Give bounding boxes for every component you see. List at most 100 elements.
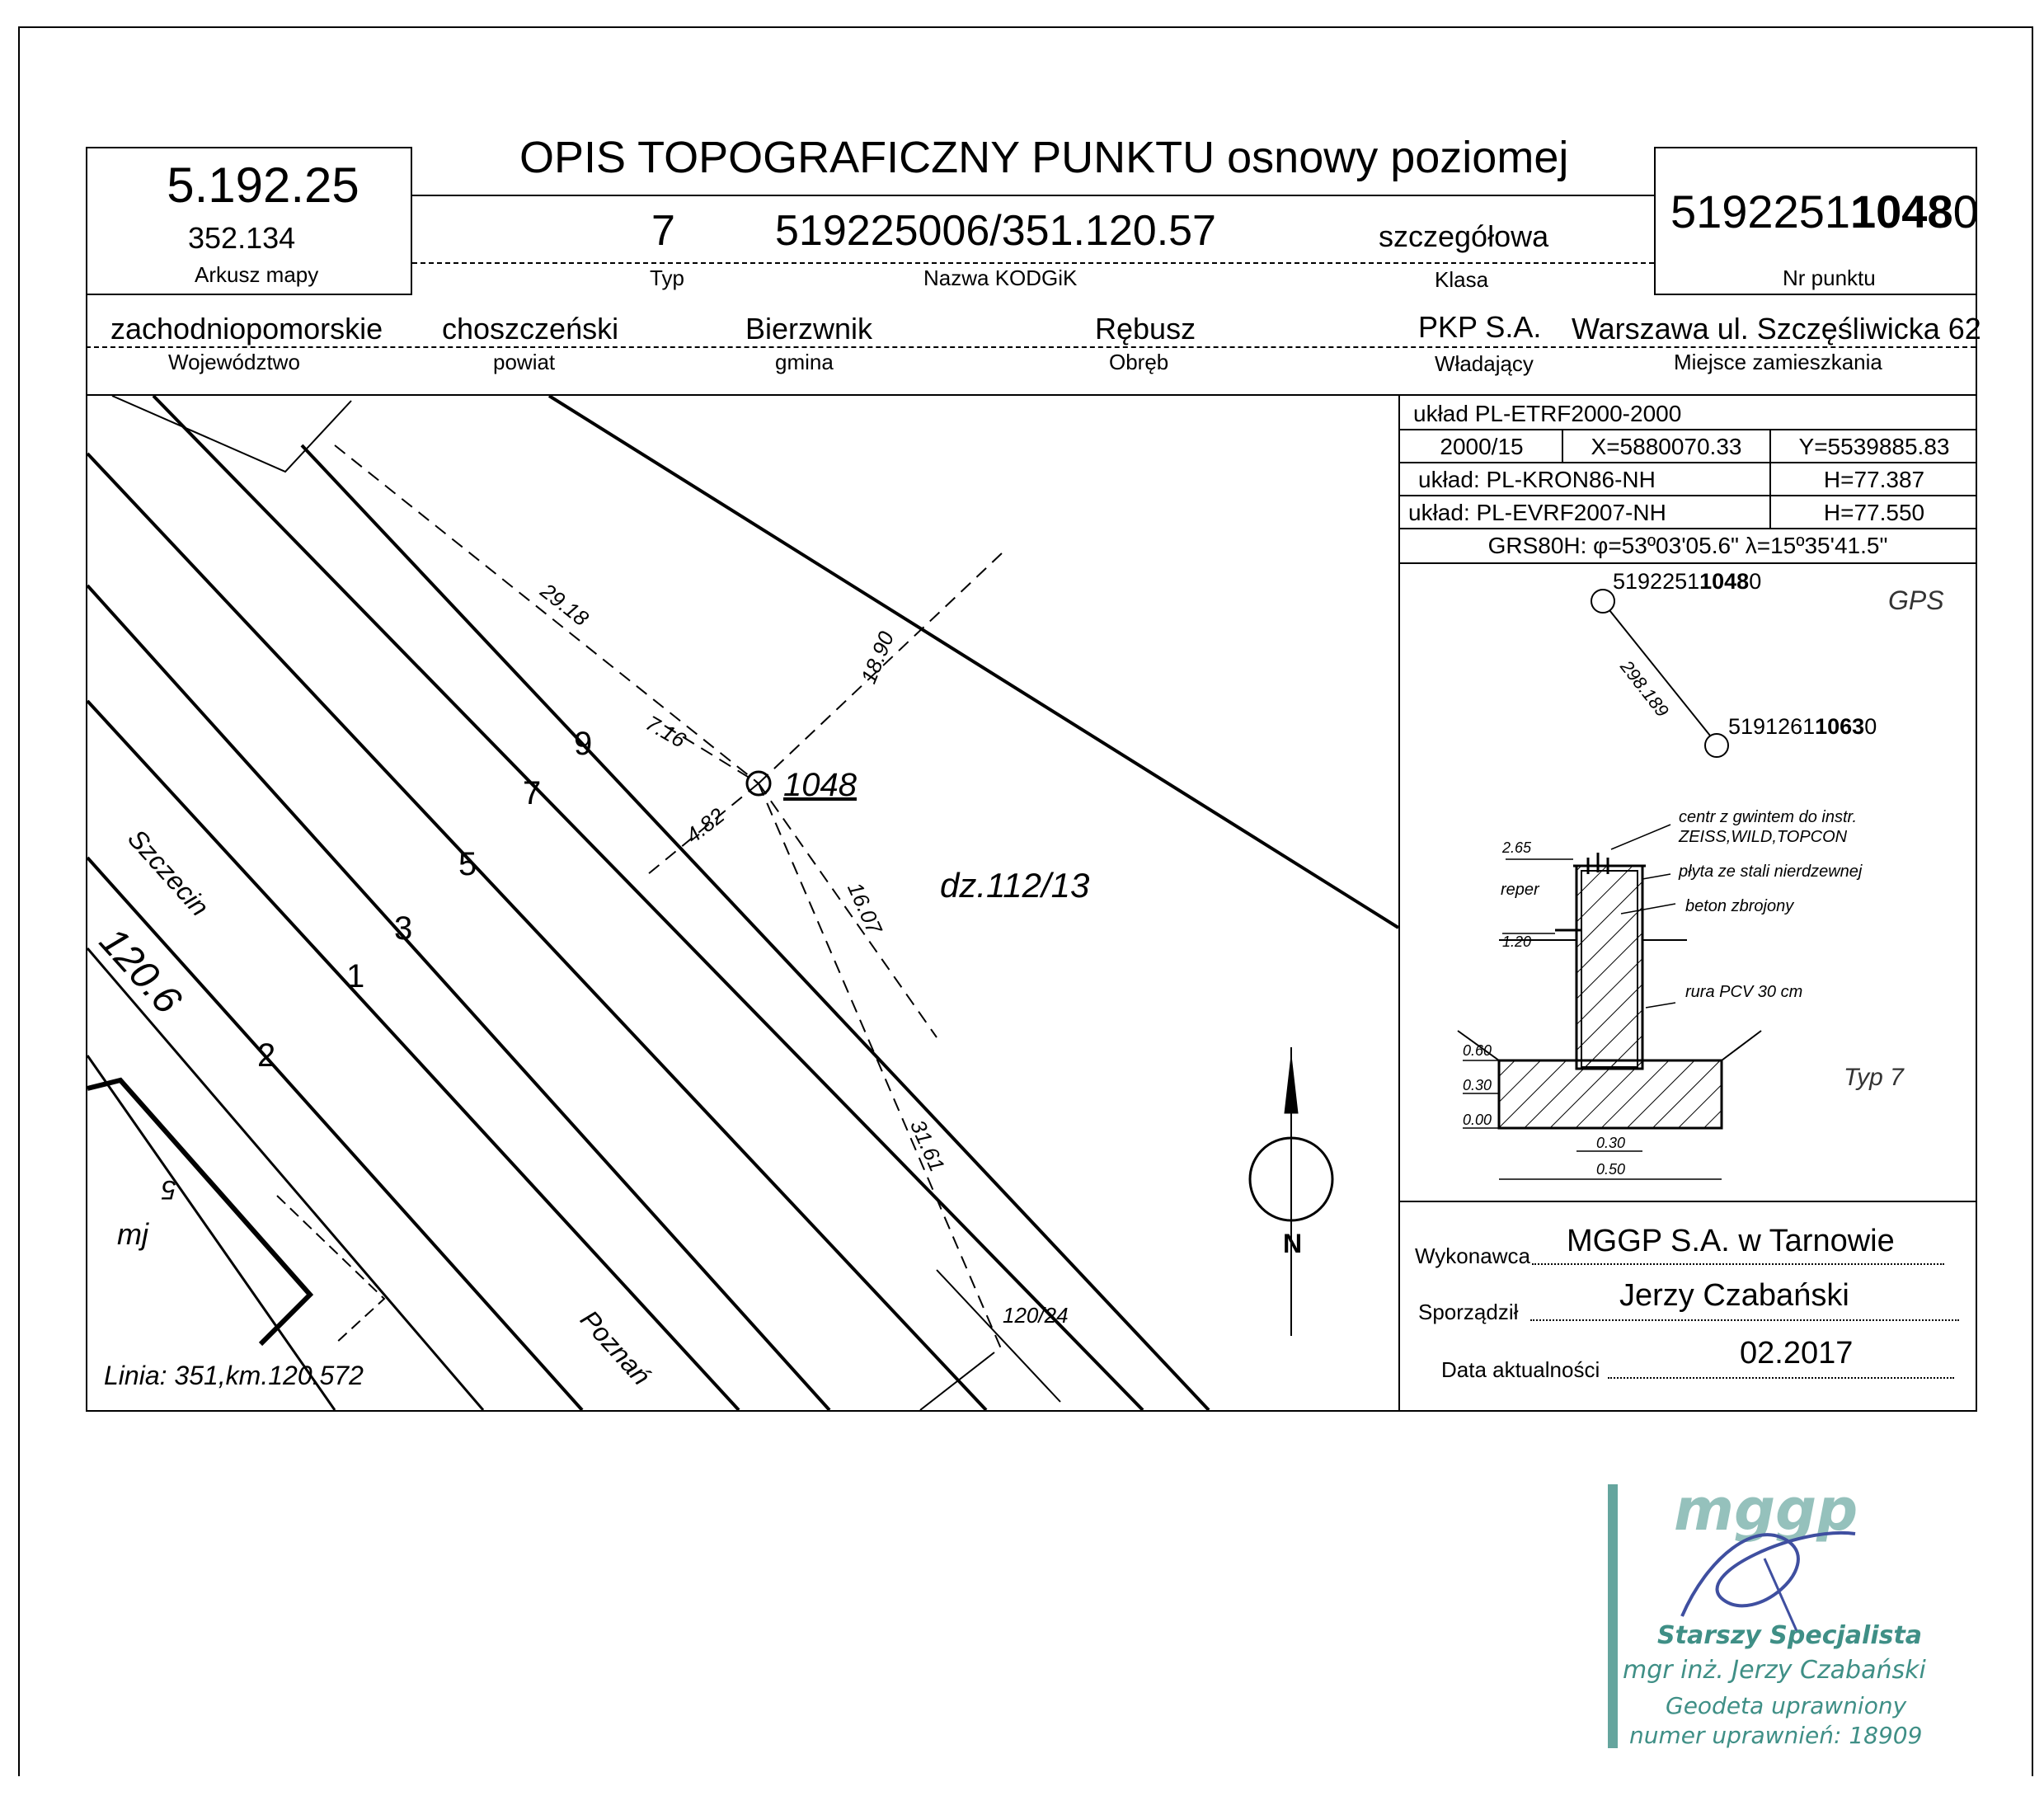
point-no-label: Nr punktu <box>1783 266 1876 290</box>
stamp-bar <box>1608 1484 1618 1748</box>
level-120: 1.20 <box>1502 933 1532 950</box>
section-type: Typ 7 <box>1844 1064 1904 1091</box>
kodgik-label: Nazwa KODGiK <box>923 266 1078 290</box>
address-value: Warszawa ul. Szczęśliwicka 62 <box>1572 312 1981 346</box>
track-7: 7 <box>523 775 542 811</box>
system2: układ: PL-KRON86-NH <box>1418 467 1656 492</box>
map-five: 5 <box>162 1175 176 1205</box>
coord-x: X=5880070.33 <box>1591 434 1742 459</box>
admin-dash <box>86 346 1976 348</box>
class-value: szczegółowa <box>1379 219 1549 253</box>
rail-line-g <box>87 947 485 1410</box>
boundary-east <box>547 396 1398 929</box>
author-line <box>1530 1316 1959 1321</box>
coord-y: Y=5539885.83 <box>1798 434 1950 459</box>
map-point-label: 1048 <box>783 767 857 803</box>
gps-point-1-label: 519225110480 <box>1613 569 1762 594</box>
grs80: GRS80H: φ=53º03'05.6" λ=15º35'41.5" <box>1487 533 1888 558</box>
stamp-line-2: mgr inż. Jerzy Czabański <box>1623 1656 1926 1685</box>
level-265: 2.65 <box>1502 839 1532 856</box>
height1: H=77.387 <box>1823 467 1925 492</box>
rail-line-d <box>87 584 831 1410</box>
footer-divider <box>1398 1201 1977 1202</box>
admin-right-border <box>1976 295 1977 394</box>
stamp: mggp Starszy Specjalista mgr inż. Jerzy … <box>1608 1476 1926 1756</box>
level-000: 0.00 <box>1463 1112 1492 1128</box>
gps-diagram <box>1591 589 1729 758</box>
coord-vline-1 <box>1562 429 1563 462</box>
commune-label: gmina <box>775 350 834 374</box>
date-label: Data aktualności <box>1441 1357 1600 1382</box>
date: 02.2017 <box>1740 1336 1854 1371</box>
building-dash <box>276 1195 386 1345</box>
stamp-line-3: Geodeta uprawniony <box>1666 1692 1907 1719</box>
section-pipe: rura PCV 30 cm <box>1685 983 1803 1001</box>
document-title: OPIS TOPOGRAFICZNY PUNKTU osnowy poziome… <box>519 133 1569 182</box>
section-concrete: beton zbrojony <box>1685 897 1794 915</box>
coord-line-1 <box>1398 429 1977 430</box>
gps-point-2-label: 519126110630 <box>1728 714 1877 739</box>
precinct-label: Obręb <box>1109 350 1169 374</box>
map-parcel-label: dz.112/13 <box>940 866 1090 905</box>
section-centr: centr z gwintem do instr. <box>1679 808 1858 826</box>
point-no-box <box>1654 147 1977 295</box>
rail-line-b <box>300 444 1210 1410</box>
commune-value: Bierzwnik <box>745 312 873 346</box>
north-label: N <box>1283 1229 1303 1258</box>
gps-point-2 <box>1704 733 1729 758</box>
footing <box>1497 1059 1723 1130</box>
track-1: 1 <box>346 958 365 994</box>
contractor-label: Wykonawca <box>1415 1244 1530 1268</box>
site-map <box>87 396 1398 1410</box>
contractor-line <box>1532 1260 1944 1265</box>
width-030: 0.30 <box>1596 1135 1626 1151</box>
coord-line-5 <box>1398 562 1977 564</box>
coord-line-2 <box>1398 462 1977 463</box>
width-050: 0.50 <box>1596 1161 1626 1178</box>
map-mj: mj <box>117 1217 148 1251</box>
sheet-number: 5.192.25 <box>167 158 359 213</box>
title-underline <box>412 195 1654 196</box>
track-9: 9 <box>574 726 593 762</box>
level-060: 0.60 <box>1463 1042 1492 1059</box>
voivodeship-label: Województwo <box>168 350 300 374</box>
rail-line-e <box>87 699 740 1410</box>
gps-point-1 <box>1591 589 1615 614</box>
signature <box>1680 1530 1856 1634</box>
coord-line-3 <box>1398 495 1977 496</box>
track-3: 3 <box>394 910 413 947</box>
sheet-sub: 352.134 <box>188 221 296 255</box>
boundary <box>111 396 352 473</box>
cross-section <box>1457 824 1762 1180</box>
sheet-box <box>86 147 412 295</box>
pillar <box>1575 864 1644 1070</box>
precinct-value: Rębusz <box>1095 312 1196 346</box>
date-line <box>1608 1374 1954 1379</box>
address-label: Miejsce zamieszkania <box>1674 350 1882 374</box>
kodgik-value: 519225006/351.120.57 <box>775 207 1216 255</box>
rail-line-a <box>152 396 1144 1410</box>
track-2: 2 <box>257 1037 276 1074</box>
body-box <box>86 394 1977 1412</box>
owner-label: Władający <box>1435 351 1534 376</box>
page-frame <box>18 26 2033 1776</box>
rail-line-h <box>87 1055 336 1410</box>
class-label: Klasa <box>1435 267 1489 292</box>
type-label: Typ <box>650 266 684 290</box>
map-km2: 120/24 <box>1003 1303 1069 1328</box>
section-plate: płyta ze stali nierdzewnej <box>1679 863 1863 881</box>
system1: układ PL-ETRF2000-2000 <box>1413 401 1682 426</box>
control-point <box>745 770 772 797</box>
point-number: 519225110480 <box>1670 186 1979 237</box>
rail-line-f <box>87 856 584 1410</box>
county-label: powiat <box>493 350 556 374</box>
track-5: 5 <box>458 846 477 882</box>
rail-line-c <box>87 452 988 1410</box>
body-divider <box>1398 394 1400 1412</box>
building <box>87 1077 314 1347</box>
gps-link <box>1609 609 1711 736</box>
author: Jerzy Czabański <box>1619 1278 1849 1313</box>
owner-value: PKP S.A. <box>1418 310 1542 344</box>
coord-line-4 <box>1398 528 1977 529</box>
zone: 2000/15 <box>1440 434 1524 459</box>
